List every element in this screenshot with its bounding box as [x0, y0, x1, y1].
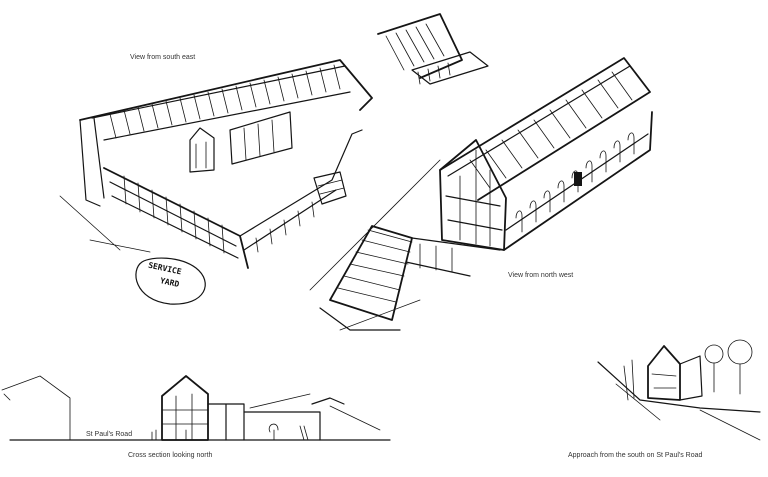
caption-cross-section: Cross section looking north [128, 452, 213, 459]
caption-north-west: View from north west [508, 272, 574, 279]
caption-south-east: View from south east [130, 54, 196, 61]
south-east-sketch [59, 13, 489, 305]
caption-approach: Approach from the south on St Paul's Roa… [568, 452, 703, 459]
north-west-sketch [309, 57, 653, 331]
approach-sketch [597, 339, 761, 441]
cross-section-sketch [1, 375, 391, 441]
label-st-pauls-road: St Paul's Road [86, 431, 133, 438]
